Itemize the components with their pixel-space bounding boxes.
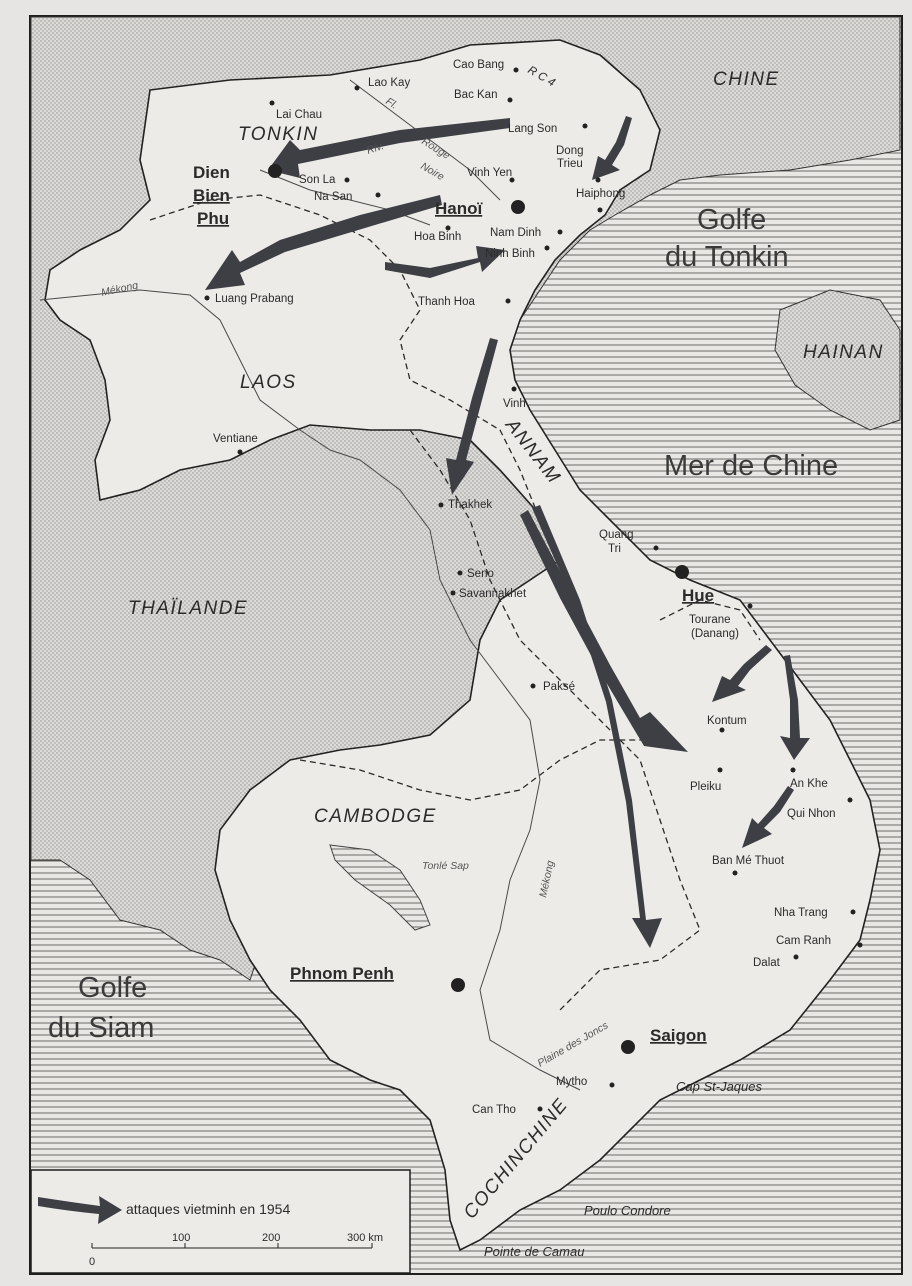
label-phu: Phu bbox=[197, 209, 229, 228]
label-golfe-siam-1: Golfe bbox=[78, 972, 147, 1004]
label-phnom-penh: Phnom Penh bbox=[290, 964, 394, 983]
label-trieu: Trieu bbox=[557, 158, 583, 170]
label-na-san: Na San bbox=[314, 191, 352, 203]
label-ban-me-thuot: Ban Mé Thuot bbox=[712, 855, 785, 867]
legend: attaques vietminh en 1954 0 100 200 300 … bbox=[30, 1169, 411, 1274]
label-lai-chau: Lai Chau bbox=[276, 109, 322, 121]
label-danang: (Danang) bbox=[691, 628, 739, 640]
label-nam-dinh: Nam Dinh bbox=[490, 227, 541, 239]
hainan-island bbox=[774, 289, 901, 431]
attack-arrow-kontum bbox=[712, 645, 772, 702]
label-can-tho: Can Tho bbox=[472, 1104, 516, 1116]
label-mytho: Mytho bbox=[556, 1076, 587, 1088]
attack-arrow-nam-dinh bbox=[385, 246, 505, 278]
label-luang-prabang: Luang Prabang bbox=[215, 293, 294, 305]
label-hoa-binh: Hoa Binh bbox=[414, 231, 461, 243]
label-nha-trang: Nha Trang bbox=[774, 907, 828, 919]
label-cam-ranh: Cam Ranh bbox=[776, 935, 831, 947]
scale-label-100: 100 bbox=[172, 1232, 190, 1244]
label-ninh-binh: Ninh Binh bbox=[485, 248, 535, 260]
indochina-land bbox=[44, 39, 881, 1252]
label-chine: CHINE bbox=[713, 69, 780, 90]
tonle-sap-lake bbox=[329, 844, 431, 931]
label-cap-st-jaques: Cap St-Jaques bbox=[676, 1079, 762, 1094]
label-hanoi: Hanoï bbox=[435, 199, 484, 218]
label-riv: Riv. bbox=[365, 140, 385, 157]
dot-hue bbox=[675, 565, 689, 579]
attack-arrow-ban-me-thuot bbox=[742, 786, 794, 848]
place-labels: Lao Kay Cao Bang R C 4 Bac Kan Lai Chau … bbox=[213, 59, 836, 1259]
label-savannakhet: Savannakhet bbox=[459, 588, 527, 600]
label-ventiane: Ventiane bbox=[213, 433, 258, 445]
scale-label-200: 200 bbox=[262, 1232, 280, 1244]
label-dien: Dien bbox=[193, 163, 230, 182]
label-saigon: Saigon bbox=[650, 1026, 707, 1045]
attack-arrow-icon bbox=[38, 1196, 122, 1224]
label-dalat: Dalat bbox=[753, 957, 781, 969]
label-cambodge: CAMBODGE bbox=[314, 806, 437, 827]
label-vinh: Vinh bbox=[503, 398, 526, 410]
label-mer-de-chine: Mer de Chine bbox=[664, 450, 838, 482]
label-son-la: Son La bbox=[299, 174, 336, 186]
attack-arrows bbox=[205, 116, 810, 948]
label-tourane: Tourane bbox=[689, 614, 731, 626]
label-kontum: Kontum bbox=[707, 715, 747, 727]
label-tri: Tri bbox=[608, 543, 621, 555]
dot-phnom-penh bbox=[451, 978, 465, 992]
attack-arrow-haiphong bbox=[592, 116, 632, 180]
label-thailande: THAÏLANDE bbox=[128, 598, 248, 619]
attack-arrow-luang-prabang bbox=[205, 195, 442, 290]
legend-text: attaques vietminh en 1954 bbox=[126, 1201, 290, 1217]
label-thakhek: Thakhek bbox=[448, 499, 492, 511]
label-quang: Quang bbox=[599, 529, 634, 541]
label-bien: Bien bbox=[193, 186, 230, 205]
label-haiphong: Haiphong bbox=[576, 188, 625, 200]
label-bac-kan: Bac Kan bbox=[454, 89, 497, 101]
label-thanh-hoa: Thanh Hoa bbox=[418, 296, 476, 308]
label-golfe-tonkin-1: Golfe bbox=[697, 204, 766, 236]
label-laos: LAOS bbox=[240, 372, 297, 393]
label-poulo-condore: Poulo Condore bbox=[584, 1203, 671, 1218]
legend-box bbox=[30, 1169, 411, 1274]
attack-arrow-dien-bien-phu bbox=[268, 118, 510, 178]
dot-dien-bien-phu bbox=[268, 164, 282, 178]
label-dong: Dong bbox=[556, 145, 584, 157]
label-hue: Hue bbox=[682, 586, 714, 605]
city-dots bbox=[204, 67, 863, 1112]
label-pakse: Paksé bbox=[543, 681, 575, 693]
attack-arrow-an-khe bbox=[780, 655, 810, 760]
label-vinh-yen: Vinh Yen bbox=[467, 167, 512, 179]
label-cao-bang: Cao Bang bbox=[453, 59, 504, 71]
label-an-khe: An Khe bbox=[790, 778, 828, 790]
label-seno: Seno bbox=[467, 568, 494, 580]
label-qui-nhon: Qui Nhon bbox=[787, 808, 836, 820]
attack-arrow-pleiku bbox=[520, 510, 688, 752]
label-tonkin: TONKIN bbox=[238, 124, 318, 145]
label-golfe-siam-2: du Siam bbox=[48, 1012, 154, 1044]
label-fl: Fl. bbox=[383, 95, 399, 111]
label-lao-kay: Lao Kay bbox=[368, 77, 410, 89]
label-tonle-sap: Tonlé Sap bbox=[422, 860, 469, 872]
scale-label-0: 0 bbox=[89, 1256, 95, 1268]
label-pleiku: Pleiku bbox=[690, 781, 721, 793]
label-hainan: HAINAN bbox=[803, 342, 884, 363]
dot-hanoi bbox=[511, 200, 525, 214]
label-lang-son: Lang Son bbox=[508, 123, 557, 135]
scale-label-300: 300 km bbox=[347, 1232, 383, 1244]
attack-arrow-thakhek bbox=[446, 338, 498, 495]
label-golfe-tonkin-2: du Tonkin bbox=[665, 241, 789, 273]
label-pointe-camau: Pointe de Camau bbox=[484, 1244, 584, 1259]
dot-saigon bbox=[621, 1040, 635, 1054]
